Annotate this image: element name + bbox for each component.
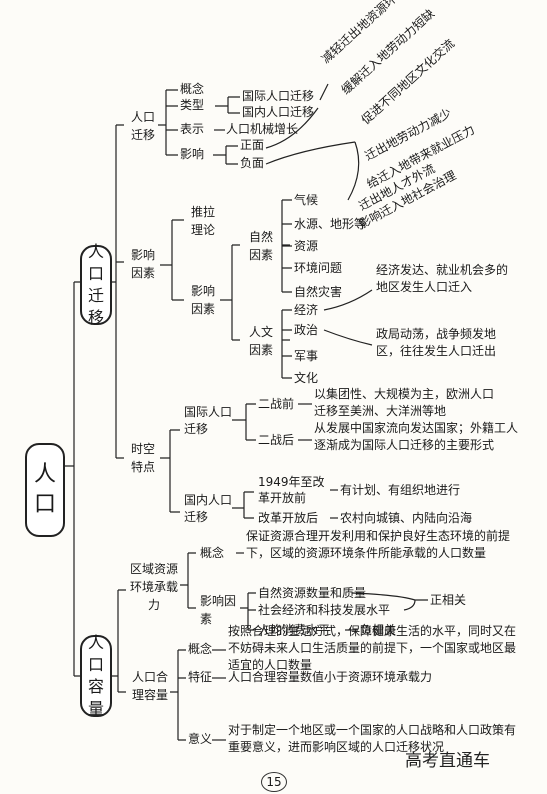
natural-item-1: 气候: [294, 193, 319, 207]
capacity-label: 人口容量: [87, 633, 104, 718]
human-label: 人文因素: [248, 325, 273, 357]
natural-item-2: 水源、地形等: [294, 217, 367, 231]
migration-label: 人口迁移: [87, 242, 104, 327]
human-item-2: 政治: [294, 323, 319, 337]
era2-label: 改革开放后: [258, 511, 319, 525]
reasonable-label: 人口合理容量: [132, 670, 169, 702]
regional-factors-label: 影响因素: [200, 594, 237, 626]
feature-text: 人口合理容量数值小于资源环境承载力: [228, 670, 433, 684]
human-item-1: 经济: [294, 303, 319, 317]
regional-concept-label: 概念: [200, 546, 225, 560]
factors-label: 影响因素: [130, 248, 155, 280]
negative-label: 负面: [240, 156, 265, 170]
reg-factor-2: 社会经济和科技发展水平: [258, 603, 391, 617]
express-label: 表示: [180, 122, 205, 136]
era1-note: 有计划、有组织地进行: [340, 483, 461, 497]
domestic-migration-label: 国内人口迁移: [242, 105, 315, 119]
before-ww2-note: 以集团性、大规模为主，欧洲人口迁移至美洲、大洋洲等地: [314, 387, 495, 418]
natural-item-4: 环境问题: [294, 261, 343, 275]
reg-factor-3: 人均消费水平: [258, 623, 331, 637]
human-item-4: 文化: [294, 371, 319, 385]
reasonable-concept-label: 概念: [188, 642, 213, 656]
pol-note: 政局动荡，战争频发地区，往往发生人口迁出: [376, 327, 497, 358]
pos-corr-label: 正相关: [430, 593, 467, 607]
positive-label: 正面: [240, 138, 265, 152]
before-ww2-label: 二战前: [258, 397, 295, 411]
sub-migration-label: 人口迁移: [130, 110, 155, 142]
capacity-node: 人口容量: [80, 633, 112, 718]
spacetime-label: 时空特点: [130, 442, 155, 474]
regional-label: 区域资源环境承载力: [129, 562, 178, 612]
meaning-text: 对于制定一个地区或一个国家的人口战略和人口政策有重要意义，进而影响区域的人口迁移…: [228, 723, 517, 754]
neg-corr-label: 负相关: [360, 623, 397, 637]
page-number: 15: [261, 772, 287, 792]
intl-migration-label: 国际人口迁移: [242, 89, 315, 103]
regional-concept-text: 保证资源合理开发利用和保护良好生态环境的前提下，区域的资源环境条件所能承载的人口…: [246, 529, 511, 560]
after-ww2-label: 二战后: [258, 433, 295, 447]
concept-label: 概念: [180, 82, 205, 96]
watermark: 高考直通车: [405, 751, 490, 771]
feature-label: 特征: [188, 670, 213, 684]
natural-item-3: 资源: [294, 239, 319, 253]
types-label: 类型: [180, 98, 205, 112]
root-label: 人口: [33, 462, 56, 517]
mech-growth-label: 人口机械增长: [226, 122, 299, 136]
pushpull-label: 推拉理论: [190, 205, 215, 237]
effect-label: 影响: [180, 147, 205, 161]
st-domestic-label: 国内人口迁移: [184, 493, 233, 524]
reg-factor-1: 自然资源数量和质量: [258, 586, 367, 600]
influence-label: 影响因素: [190, 284, 215, 316]
root-node: 人口: [25, 443, 65, 537]
migration-node: 人口迁移: [80, 242, 112, 327]
econ-note: 经济发达、就业机会多的地区发生人口迁入: [376, 263, 509, 294]
natural-label: 自然因素: [248, 230, 273, 262]
human-item-3: 军事: [294, 349, 319, 363]
reasonable-concept-text: 按照合理的生活方式，保障健康生活的水平，同时又在不妨碍未来人口生活质量的前提下，…: [228, 624, 517, 672]
era2-note: 农村向城镇、内陆向沿海: [340, 511, 473, 525]
after-ww2-note: 从发展中国家流向发达国家；外籍工人逐渐成为国际人口迁移的主要形式: [314, 421, 519, 452]
meaning-label: 意义: [188, 732, 213, 746]
natural-item-5: 自然灾害: [294, 285, 343, 299]
era1-label: 1949年至改革开放前: [258, 475, 325, 505]
st-intl-label: 国际人口迁移: [184, 405, 233, 436]
